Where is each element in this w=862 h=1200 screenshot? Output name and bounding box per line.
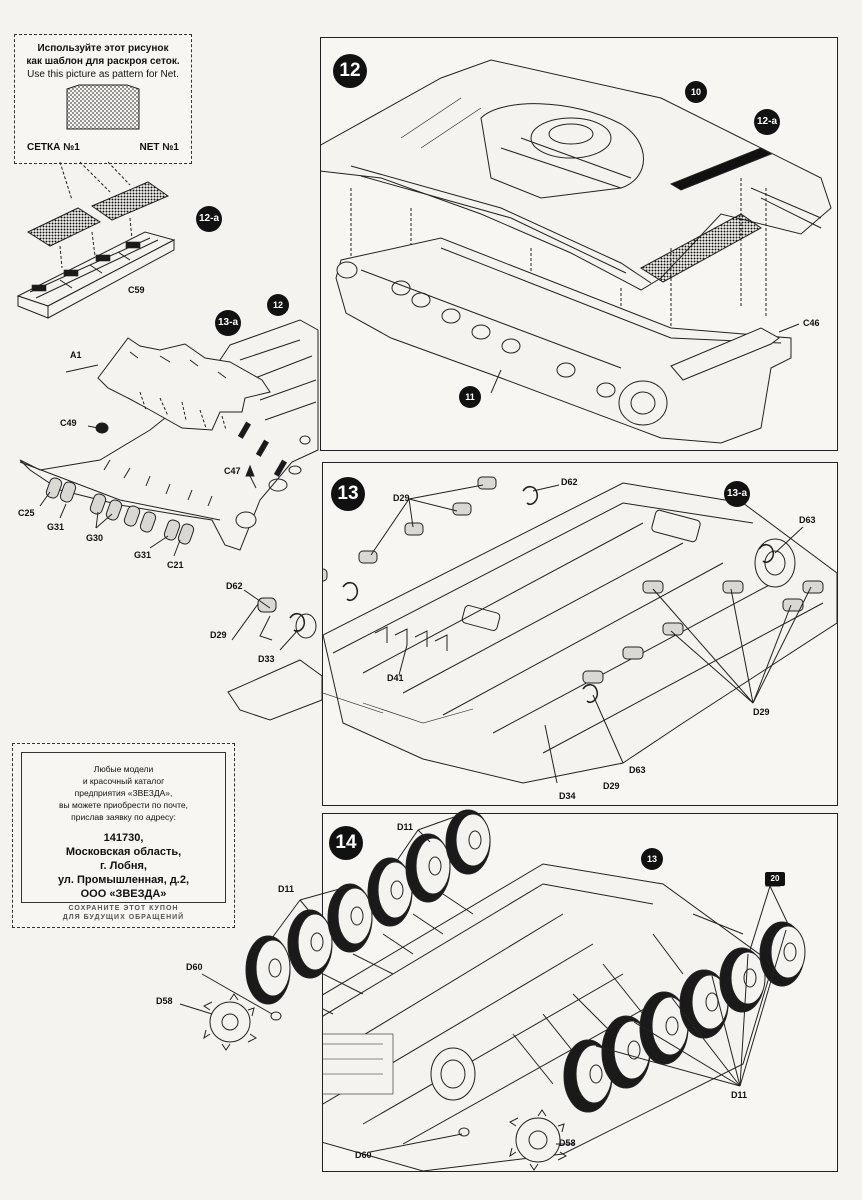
- coupon-line-1: Любые модели: [93, 764, 154, 774]
- coupon-address-2: Московская область,: [65, 846, 182, 858]
- part-label-c49: C49: [60, 418, 77, 428]
- part-label-d29-right: D29: [753, 707, 770, 717]
- part-label-d29-bottom: D29: [603, 781, 620, 791]
- step-13-left-drawing: [227, 589, 323, 721]
- part-label-g31-a: G31: [47, 522, 65, 532]
- step-badge-13a: 13-a: [215, 310, 241, 336]
- part-label-c46: C46: [803, 318, 820, 328]
- ref-badge-11: 11: [459, 386, 481, 408]
- coupon-line-5: прислав заявку по адресу:: [71, 812, 176, 822]
- roadwheel-right-set: [563, 921, 806, 1113]
- coupon-inner: Любые модели и красочный каталог предпри…: [21, 752, 226, 903]
- part-label-g30: G30: [86, 533, 104, 543]
- coupon-address-4: ул. Промышленная, д.2,: [57, 874, 190, 886]
- part-label-g31-b: G31: [134, 550, 152, 560]
- step-12-hull-drawing: [321, 59, 832, 444]
- ref-badge-13: 13: [641, 848, 663, 870]
- part-label-d58-bottom: D58: [559, 1138, 576, 1148]
- step-12-panel: 12: [320, 37, 838, 451]
- coupon-address-3: г. Лобня,: [100, 860, 147, 872]
- part-label-d62-left: D62: [226, 581, 243, 591]
- part-label-c25: C25: [18, 508, 35, 518]
- part-label-d63-right: D63: [799, 515, 816, 525]
- step-number-12: 12: [333, 54, 367, 88]
- part-label-d62-top: D62: [561, 477, 578, 487]
- coupon-keep-note: СОХРАНИТЕ ЭТОТ КУПОН ДЛЯ БУДУЩИХ ОБРАЩЕН…: [13, 904, 234, 922]
- net-pattern-shape: [66, 84, 140, 130]
- net-pattern-template: Используйте этот рисунок как шаблон для …: [14, 34, 192, 164]
- step-14-roadwheel-drawing: [323, 863, 774, 1171]
- step-13-panel: 13: [322, 462, 838, 806]
- net-note-ru-1: Используйте этот рисунок: [37, 43, 169, 54]
- sprocket-right: [509, 1109, 567, 1171]
- coupon-keep-2: ДЛЯ БУДУЩИХ ОБРАЩЕНИЙ: [62, 914, 185, 921]
- part-label-d60-bottom: D60: [355, 1150, 372, 1160]
- part-label-d29-top: D29: [393, 493, 410, 503]
- ref-badge-10: 10: [685, 81, 707, 103]
- coupon-keep-1: СОХРАНИТЕ ЭТОТ КУПОН: [68, 905, 179, 912]
- part-label-c59: C59: [128, 285, 145, 295]
- net-note-ru-2: как шаблон для раскроя сеток.: [26, 56, 180, 67]
- step-number-14: 14: [329, 826, 363, 860]
- ref-badge-13a: 13-a: [724, 481, 750, 507]
- part-label-d34: D34: [559, 791, 576, 801]
- step-13a-drawing: [19, 319, 319, 557]
- step-badge-12a: 12-a: [196, 206, 222, 232]
- part-label-d29-left: D29: [210, 630, 227, 640]
- net-note-en: Use this picture as pattern for Net.: [27, 69, 179, 80]
- part-label-d63-bottom: D63: [629, 765, 646, 775]
- part-label-d41: D41: [387, 673, 404, 683]
- part-label-a1: A1: [70, 350, 82, 360]
- part-label-d58-left: D58: [156, 996, 173, 1006]
- net-install-drawing: [16, 161, 176, 319]
- ref-flag-20: 20: [765, 872, 785, 886]
- part-label-d60-left: D60: [186, 962, 203, 972]
- coupon-line-2: и красочный каталог: [82, 776, 165, 786]
- step-13-suspension-drawing: [323, 476, 837, 784]
- coupon-line-3: предприятия «ЗВЕЗДА»,: [74, 788, 173, 798]
- step-number-13: 13: [331, 477, 365, 511]
- roadwheel-left-set: [245, 809, 491, 1005]
- mail-order-coupon: Любые модели и красочный каталог предпри…: [12, 743, 235, 928]
- part-label-d11-left: D11: [278, 884, 295, 894]
- part-label-c47: C47: [224, 466, 241, 476]
- ref-badge-12a: 12-a: [754, 109, 780, 135]
- coupon-address-5: ООО «ЗВЕЗДА»: [80, 888, 167, 900]
- net-label-ru: СЕТКА №1: [27, 142, 80, 153]
- ref-badge-12: 12: [267, 294, 289, 316]
- part-label-d33: D33: [258, 654, 275, 664]
- coupon-address-1: 141730,: [103, 832, 144, 844]
- part-label-d11-bottom: D11: [731, 1090, 748, 1100]
- part-label-d11-top: D11: [397, 822, 414, 832]
- net-label-en: NET №1: [139, 142, 180, 153]
- coupon-line-4: вы можете приобрести по почте,: [58, 800, 188, 810]
- sprocket-left: [203, 993, 257, 1051]
- part-label-c21: C21: [167, 560, 184, 570]
